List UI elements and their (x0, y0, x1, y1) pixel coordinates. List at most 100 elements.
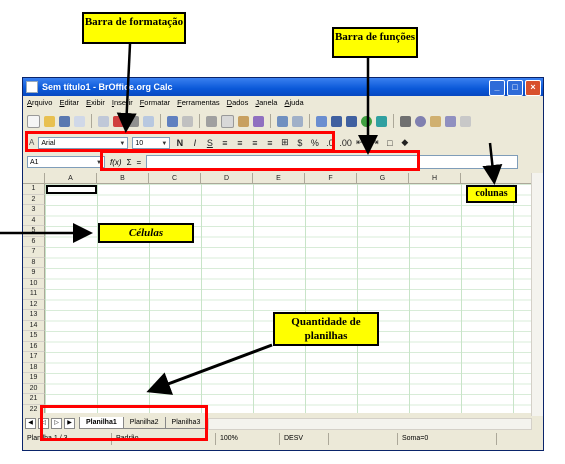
row-header[interactable]: 21 (23, 394, 45, 405)
data-sources-icon[interactable] (445, 115, 456, 127)
row-header[interactable]: 10 (23, 278, 45, 289)
save-icon[interactable] (59, 115, 70, 127)
row-header[interactable]: 13 (23, 310, 45, 321)
row-header[interactable]: 15 (23, 331, 45, 342)
row-header[interactable]: 5 (23, 226, 45, 237)
active-cell-a1[interactable] (46, 185, 97, 194)
background-color-icon[interactable]: ◆ (401, 137, 409, 147)
format-paintbrush-icon[interactable] (253, 115, 264, 127)
zoom-icon[interactable] (460, 115, 471, 127)
italic-button[interactable]: I (193, 137, 197, 148)
delete-decimal-icon[interactable]: .00 (339, 137, 352, 148)
open-folder-icon[interactable] (44, 115, 55, 127)
merge-cells-icon[interactable]: ⊞ (281, 137, 289, 147)
email-icon[interactable] (74, 115, 85, 127)
maximize-button[interactable]: □ (507, 80, 523, 96)
find-replace-icon[interactable] (400, 115, 411, 127)
close-button[interactable]: × (525, 80, 541, 96)
row-header[interactable]: 14 (23, 320, 45, 331)
row-header[interactable]: 9 (23, 268, 45, 279)
last-sheet-icon[interactable]: ▶ (64, 417, 75, 429)
row-header[interactable]: 4 (23, 215, 45, 226)
sort-ascending-icon[interactable] (331, 115, 342, 127)
paste-icon[interactable] (238, 115, 249, 127)
percent-format-icon[interactable]: % (310, 137, 319, 148)
cell-grid[interactable] (45, 184, 532, 413)
vertical-scrollbar[interactable] (531, 173, 543, 416)
row-header[interactable]: 2 (23, 194, 45, 205)
first-sheet-icon[interactable]: ◀ (25, 417, 36, 429)
chart-icon[interactable] (361, 115, 372, 127)
menu-janela[interactable]: Janela (255, 98, 278, 107)
navigator-icon[interactable] (415, 115, 426, 127)
bold-button[interactable]: N (176, 137, 184, 148)
column-header-e[interactable]: E (253, 173, 305, 184)
borders-icon[interactable]: □ (387, 137, 393, 148)
column-header-d[interactable]: D (201, 173, 253, 184)
column-header-c[interactable]: C (149, 173, 201, 184)
menu-arquivo[interactable]: Arquivo (27, 98, 53, 107)
row-header[interactable]: 18 (23, 362, 45, 373)
currency-format-icon[interactable]: $ (297, 137, 303, 148)
column-header-f[interactable]: F (305, 173, 357, 184)
row-header[interactable]: 6 (23, 236, 45, 247)
row-header[interactable]: 12 (23, 299, 45, 310)
previous-sheet-icon[interactable]: ◁ (38, 417, 49, 429)
align-center-icon[interactable]: ≡ (237, 137, 243, 148)
menu-dados[interactable]: Dados (226, 98, 249, 107)
cut-icon[interactable] (206, 115, 217, 127)
column-header-g[interactable]: G (357, 173, 409, 184)
sum-button[interactable]: Σ (126, 157, 132, 167)
redo-icon[interactable] (292, 115, 303, 127)
chevron-down-icon[interactable]: ▼ (161, 140, 168, 147)
name-box[interactable]: A1 ▼ (27, 156, 105, 168)
row-header[interactable]: 16 (23, 341, 45, 352)
styles-icon[interactable]: A (29, 138, 35, 147)
chevron-down-icon[interactable]: ▼ (119, 140, 126, 147)
menu-ajuda[interactable]: Ajuda (284, 98, 304, 107)
copy-icon[interactable] (221, 114, 234, 128)
row-header[interactable]: 19 (23, 373, 45, 384)
row-header[interactable]: 3 (23, 205, 45, 216)
justify-icon[interactable]: ≡ (267, 137, 273, 148)
sort-descending-icon[interactable] (346, 115, 357, 127)
status-zoom[interactable]: 100% (216, 433, 280, 445)
undo-icon[interactable] (277, 115, 288, 127)
column-header-a[interactable]: A (45, 173, 97, 184)
row-header[interactable]: 8 (23, 257, 45, 268)
page-preview-icon[interactable] (143, 115, 154, 127)
align-right-icon[interactable]: ≡ (252, 137, 258, 148)
next-sheet-icon[interactable]: ▷ (51, 417, 62, 429)
horizontal-scrollbar[interactable] (208, 418, 532, 430)
gallery-icon[interactable] (430, 115, 441, 127)
row-header[interactable]: 1 (23, 184, 45, 195)
underline-button[interactable]: S (206, 137, 213, 148)
row-header[interactable]: 11 (23, 289, 45, 300)
function-button[interactable]: = (136, 157, 142, 167)
add-decimal-icon[interactable]: .0 (326, 137, 334, 148)
select-all-corner[interactable] (23, 173, 45, 184)
menu-ferramentas[interactable]: Ferramentas (177, 98, 220, 107)
font-name-combo[interactable]: Arial ▼ (38, 136, 129, 149)
font-size-combo[interactable]: 10 ▼ (132, 136, 171, 149)
title-bar[interactable]: Sem título1 - BrOffice.org Calc _ □ × (23, 78, 543, 96)
align-left-icon[interactable]: ≡ (222, 137, 228, 148)
menu-editar[interactable]: Editar (59, 98, 80, 107)
spreadsheet-grid[interactable]: A B C D E F G H 1 2 3 4 5 6 7 8 9 10 11 … (23, 173, 532, 413)
new-document-icon[interactable] (27, 114, 40, 128)
spellcheck-icon[interactable] (167, 115, 178, 127)
minimize-button[interactable]: _ (489, 80, 505, 96)
menu-exibir[interactable]: Exibir (86, 98, 105, 107)
row-header[interactable]: 7 (23, 247, 45, 258)
menu-inserir[interactable]: Inserir (111, 98, 133, 107)
column-header-b[interactable]: B (97, 173, 149, 184)
draw-functions-icon[interactable] (376, 115, 387, 127)
column-header-h[interactable]: H (409, 173, 461, 184)
edit-file-icon[interactable] (98, 115, 109, 127)
chevron-down-icon[interactable]: ▼ (96, 160, 102, 166)
status-mode[interactable]: DESV (280, 433, 329, 445)
function-wizard-button[interactable]: f(x) (110, 157, 122, 167)
row-header[interactable]: 22 (23, 404, 45, 413)
row-header[interactable]: 20 (23, 383, 45, 394)
hyperlink-icon[interactable] (316, 115, 327, 127)
